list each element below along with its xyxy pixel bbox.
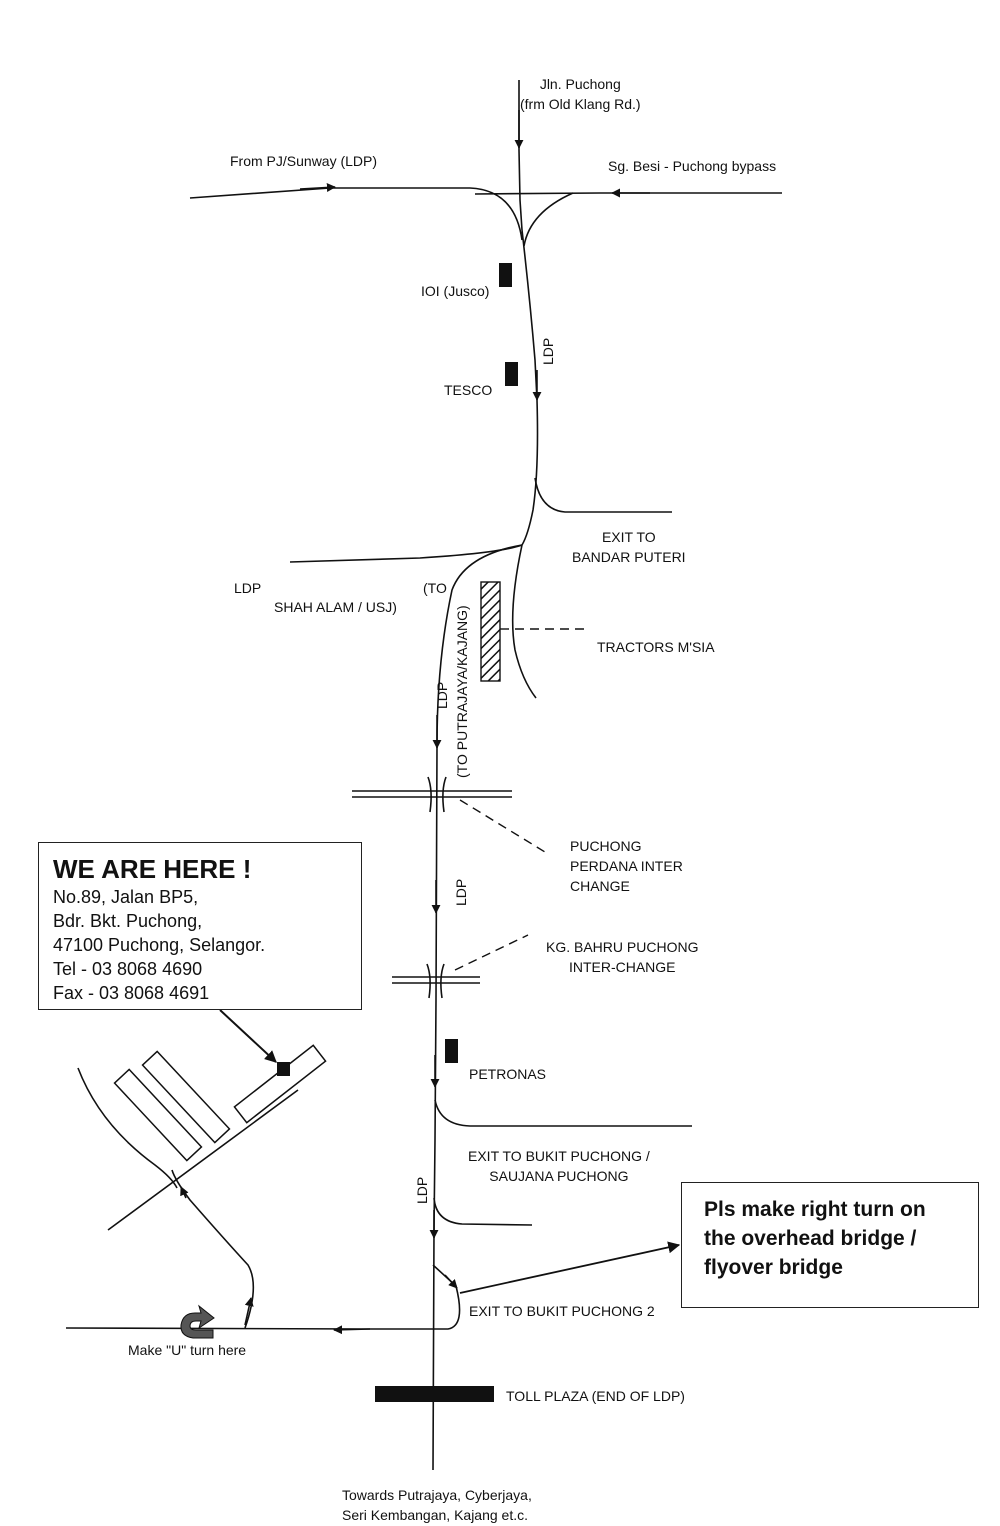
ldp-main-road: [521, 229, 539, 546]
exit-bandar-puteri-label: EXIT TO: [601, 529, 656, 545]
our-office-marker: [277, 1062, 290, 1076]
petronas-label: PETRONAS: [469, 1066, 547, 1082]
besi-bypass-label: Sg. Besi - Puchong bypass: [608, 158, 777, 174]
fax: Fax - 03 8068 4691: [53, 983, 210, 1003]
to-label: (TO: [423, 580, 447, 596]
tractors-building: [480, 581, 501, 682]
address-line-1: No.89, Jalan BP5,: [53, 887, 199, 907]
from-pj-label: From PJ/Sunway (LDP): [230, 153, 378, 169]
kg-bahru-label-1: KG. BAHRU PUCHONG: [546, 939, 699, 955]
kg-bahru-label-2: INTER-CHANGE: [568, 959, 676, 975]
bandar-puteri-label: BANDAR PUTERI: [572, 549, 686, 565]
perdana-label-1: PUCHONG: [570, 838, 642, 854]
from-pj-road: [189, 187, 523, 241]
toll-plaza-label: TOLL PLAZA (END OF LDP): [506, 1388, 685, 1404]
bukit-puchong-exit: [434, 1099, 692, 1127]
bandar-puteri-exit: [534, 477, 672, 513]
petronas-building: [445, 1039, 458, 1063]
perdana-label-2: PERDANA INTER: [570, 858, 683, 874]
perdana-label-3: CHANGE: [570, 878, 630, 894]
telephone: Tel - 03 8068 4690: [53, 959, 203, 979]
ldp-lower-label: LDP: [453, 878, 469, 906]
instruction-line-3: flyover bridge: [704, 1256, 843, 1279]
besi-bypass-road: [474, 192, 782, 195]
instruction-line-1: Pls make right turn on: [704, 1198, 926, 1221]
towards-label-1: Towards Putrajaya, Cyberjaya,: [342, 1487, 532, 1503]
uturn-icon: [180, 1304, 215, 1339]
office-access-road: [171, 1169, 255, 1329]
bukit-puchong-2-loop: [370, 1264, 461, 1330]
toll-plaza-bar: [375, 1386, 494, 1402]
uturn-label: Make "U" turn here: [128, 1342, 247, 1358]
we-are-here-box: WE ARE HERE ! No.89, Jalan BP5, Bdr. Bkt…: [38, 842, 362, 1010]
tesco-building: [505, 362, 518, 386]
address-line-2: Bdr. Bkt. Puchong,: [53, 911, 203, 931]
ldp-middle-label: LDP: [434, 681, 450, 709]
we-are-here-title: WE ARE HERE !: [53, 854, 252, 884]
exit-bukit-puchong-2-label: EXIT TO BUKIT PUCHONG 2: [469, 1303, 655, 1319]
saujana-puchong-label: SAUJANA PUCHONG: [489, 1168, 629, 1184]
office-block: [233, 1044, 327, 1124]
instruction-line-2: the overhead bridge /: [704, 1227, 917, 1250]
tesco-label: TESCO: [444, 382, 493, 398]
ioi-label: IOI (Jusco): [421, 283, 490, 299]
tractors-label: TRACTORS M'SIA: [597, 639, 715, 655]
ldp-shah-alam-label: LDP: [234, 580, 262, 596]
address-line-3: 47100 Puchong, Selangor.: [53, 935, 266, 955]
jln-puchong-sublabel: (frm Old Klang Rd.): [520, 96, 641, 112]
shah-alam-label: SHAH ALAM / USJ): [274, 599, 397, 615]
towards-label-2: Seri Kembangan, Kajang et.c.: [342, 1507, 529, 1523]
jln-puchong-label: Jln. Puchong: [539, 76, 621, 92]
ldp-bottom-label: LDP: [414, 1176, 430, 1204]
lower-road: [65, 1327, 371, 1330]
exit-bukit-puchong-label: EXIT TO BUKIT PUCHONG /: [468, 1148, 650, 1164]
instruction-box: Pls make right turn on the overhead brid…: [681, 1182, 979, 1308]
shah-alam-road: [289, 544, 523, 563]
ioi-building: [499, 263, 512, 287]
ldp-upper-label: LDP: [540, 337, 556, 365]
to-putrajaya-label: (TO PUTRAJAYA/KAJANG): [454, 605, 470, 778]
